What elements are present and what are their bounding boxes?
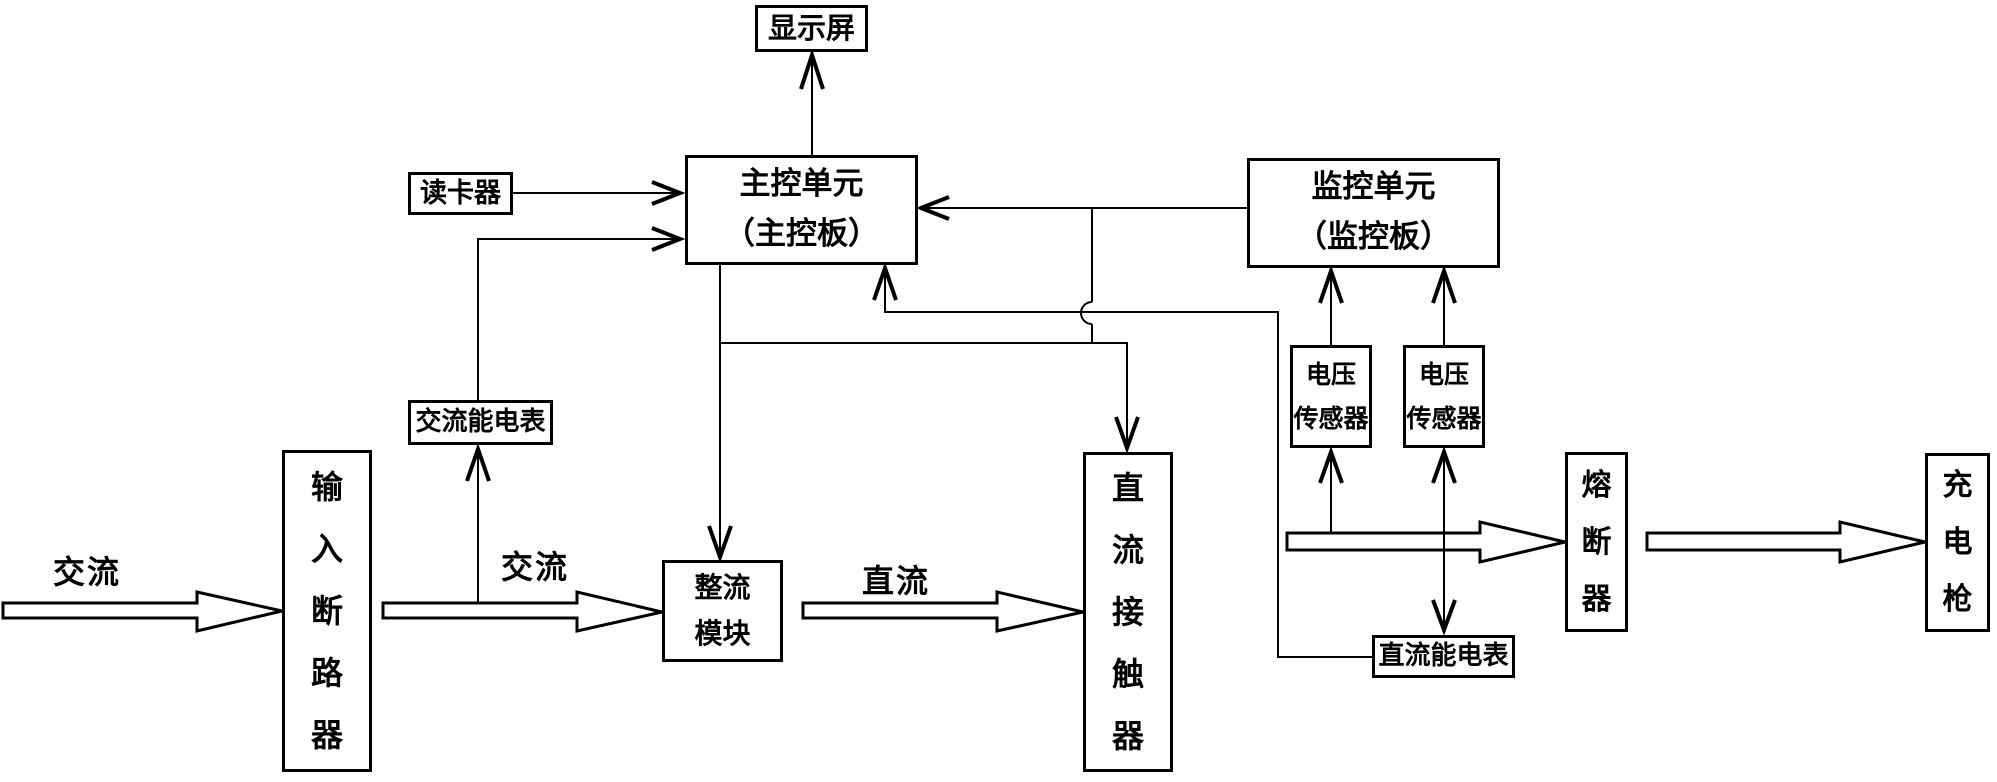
node-voltage-sensor-1: 电压 传感器 xyxy=(1290,345,1372,448)
node-label: 读卡器 xyxy=(420,177,501,209)
ac-line-to-ac-meter-connector xyxy=(465,442,491,603)
dc-bus-to-sensor2-and-dc-meter-connector xyxy=(1431,446,1457,636)
node-monitoring-unit: 监控单元 （监控板） xyxy=(1247,158,1500,268)
node-rectifier-module: 整流 模块 xyxy=(662,560,783,662)
node-voltage-sensor-2: 电压 传感器 xyxy=(1403,345,1485,448)
node-label-line1: 主控单元 xyxy=(739,166,864,203)
ac-meter-to-main-connector xyxy=(477,226,686,402)
dc-meter-to-main-connector xyxy=(872,261,1372,658)
node-label: 输入断路器 xyxy=(310,468,343,754)
node-display-screen: 显示屏 xyxy=(755,5,868,52)
main-to-dc-contactor-connector xyxy=(720,342,1140,454)
node-label-line2: 传感器 xyxy=(1293,403,1369,433)
contactor-to-fuse-flow-arrow xyxy=(1285,520,1566,564)
dc-to-contactor-flow-arrow xyxy=(801,590,1084,633)
main-to-display-connector xyxy=(799,48,825,155)
node-label-line2: （监控板） xyxy=(1296,219,1451,255)
node-dc-contactor: 直流接触器 xyxy=(1083,452,1173,772)
node-label-line1: 整流 xyxy=(694,570,751,604)
node-input-circuit-breaker: 输入断路器 xyxy=(282,450,372,772)
node-charging-gun: 充电枪 xyxy=(1925,453,1990,632)
fuse-to-gun-flow-arrow xyxy=(1645,520,1926,564)
node-label-line1: 电压 xyxy=(1418,359,1469,389)
node-label: 直流接触器 xyxy=(1111,469,1144,755)
dc-bus-to-voltage-sensor-1-connector xyxy=(1318,446,1344,533)
node-label-line2: 传感器 xyxy=(1406,403,1482,433)
ac-to-rectifier-flow-arrow xyxy=(381,590,663,633)
flow-label-ac-mid: 交流 xyxy=(500,548,569,586)
node-label-line1: 监控单元 xyxy=(1311,169,1436,206)
node-label: 交流能电表 xyxy=(415,406,546,437)
flow-label-ac-input: 交流 xyxy=(52,553,121,591)
node-ac-energy-meter: 交流能电表 xyxy=(408,400,553,445)
monitor-line-branch-connector xyxy=(1080,208,1093,343)
node-dc-energy-meter: 直流能电表 xyxy=(1372,635,1515,678)
node-label: 显示屏 xyxy=(767,11,855,46)
card-reader-to-main-connector xyxy=(513,180,686,206)
ac-input-flow-arrow xyxy=(1,590,283,633)
node-label-line1: 电压 xyxy=(1305,359,1356,389)
node-main-control-unit: 主控单元 （主控板） xyxy=(685,155,918,265)
flow-label-dc: 直流 xyxy=(861,562,930,600)
voltage-sensor-2-to-monitor-connector xyxy=(1431,264,1457,345)
node-label-line2: 模块 xyxy=(694,617,751,650)
node-label: 直流能电表 xyxy=(1378,640,1509,671)
node-label: 熔断器 xyxy=(1581,467,1612,617)
monitor-to-main-connector xyxy=(915,195,1247,221)
main-to-rectifier-connector xyxy=(707,265,733,563)
node-label-line2: （主控板） xyxy=(724,216,879,252)
node-card-reader: 读卡器 xyxy=(408,172,513,215)
voltage-sensor-1-to-monitor-connector xyxy=(1318,264,1344,345)
node-fuse: 熔断器 xyxy=(1565,452,1628,632)
node-label: 充电枪 xyxy=(1942,468,1973,617)
